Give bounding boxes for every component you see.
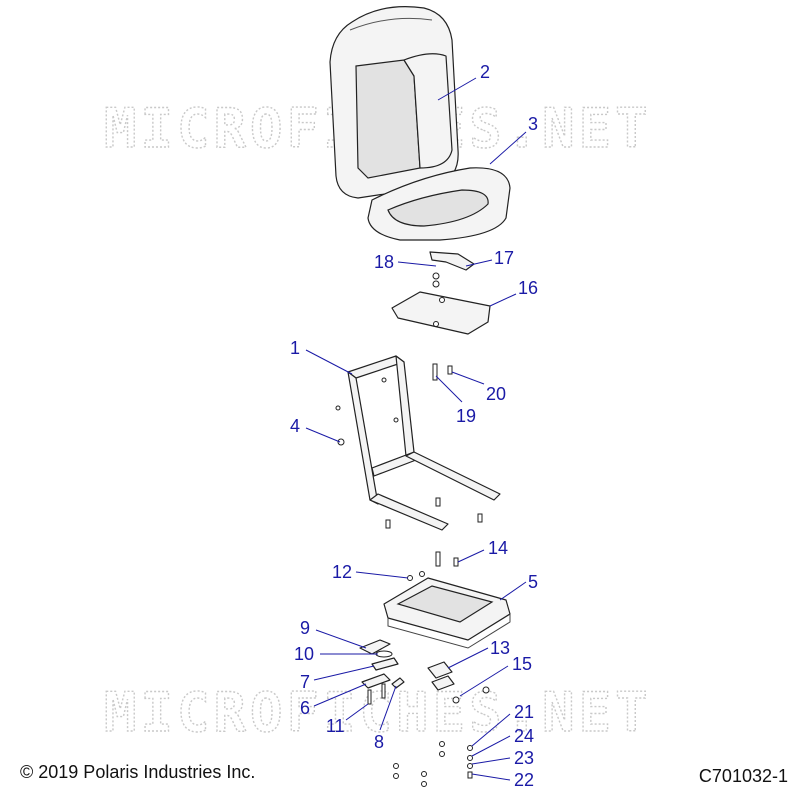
callout-1: 1 [290, 338, 300, 358]
frame-left-leg [369, 493, 449, 531]
bolt-20 [447, 365, 453, 375]
callout-17: 17 [494, 248, 514, 268]
bolt [435, 497, 441, 507]
callout-13: 13 [490, 638, 510, 658]
seat-frame [335, 355, 501, 531]
callout-16: 16 [518, 278, 538, 298]
nut-21 [467, 745, 473, 751]
callout-8: 8 [374, 732, 384, 752]
latch-13 [427, 661, 453, 679]
stack-nut [393, 763, 399, 769]
frame-right-leg [405, 451, 501, 501]
stack-washer [421, 781, 427, 787]
plate-7 [371, 657, 399, 671]
bolt-22 [467, 771, 473, 779]
callout-4: 4 [290, 416, 300, 436]
bolt-19 [432, 363, 438, 381]
callout-11: 11 [326, 716, 345, 736]
callout-12: 12 [332, 562, 352, 582]
bracket-9 [359, 639, 391, 655]
bolt-11b [381, 683, 386, 699]
callout-3: 3 [528, 114, 538, 134]
grommet [337, 438, 345, 446]
nut-15 [452, 696, 460, 704]
seat-slider-base [383, 577, 511, 649]
stack-nut [439, 741, 445, 747]
stack-washer [393, 773, 399, 779]
nut-15b [482, 686, 490, 694]
callout-10: 10 [294, 644, 314, 664]
bolt-14 [435, 551, 441, 567]
callout-18: 18 [374, 252, 394, 272]
plate-hole [439, 297, 445, 303]
bracket-17 [429, 251, 475, 271]
callout-19: 19 [456, 406, 476, 426]
nut [432, 272, 440, 280]
frame-hole [393, 417, 399, 423]
plate-6 [361, 673, 391, 689]
callout-22: 22 [514, 770, 534, 790]
callout-5: 5 [528, 572, 538, 592]
seat-backrest-bolster [403, 53, 453, 169]
callout-15: 15 [512, 654, 532, 674]
seat-backrest-panel [355, 59, 421, 179]
diagram-id: C701032-1 [698, 766, 788, 786]
bolt-14b [453, 557, 459, 567]
washer-10 [375, 650, 393, 658]
callout-labels: 2 3 18 17 16 1 20 19 4 14 12 5 9 13 10 1… [290, 62, 538, 790]
frame-left-post [347, 371, 379, 505]
callout-9: 9 [300, 618, 310, 638]
bolt-11 [367, 689, 372, 705]
washer [432, 280, 440, 288]
callout-21: 21 [514, 702, 534, 722]
seat-mount-plate [391, 291, 491, 335]
seat-assembly [329, 6, 511, 241]
watermark-bottom: MICROFICHES.NET [104, 681, 652, 744]
bolt [477, 513, 483, 523]
callout-20: 20 [486, 384, 506, 404]
stack-nut [421, 771, 427, 777]
nut-12b [419, 571, 425, 577]
callout-6: 6 [300, 698, 310, 718]
callout-7: 7 [300, 672, 310, 692]
frame-hole [335, 405, 341, 411]
seat-bracket [429, 251, 475, 288]
copyright-notice: © 2019 Polaris Industries Inc. [20, 762, 256, 782]
frame-hole [381, 377, 387, 383]
frame-top-bar [347, 355, 405, 379]
leader-lines [305, 77, 527, 781]
callout-2: 2 [480, 62, 490, 82]
nut-12 [407, 575, 413, 581]
seat-cushion-center [387, 189, 489, 227]
washer-23 [467, 763, 473, 769]
clip-8 [391, 677, 405, 689]
callout-14: 14 [488, 538, 508, 558]
latch-13b [431, 675, 455, 691]
callout-24: 24 [514, 726, 534, 746]
bolt [385, 519, 391, 529]
stack-washer [439, 751, 445, 757]
plate-hole [433, 321, 439, 327]
slider-base-inner [396, 585, 494, 623]
frame-right-post [395, 355, 415, 457]
callout-23: 23 [514, 748, 534, 768]
washer-24 [467, 755, 473, 761]
